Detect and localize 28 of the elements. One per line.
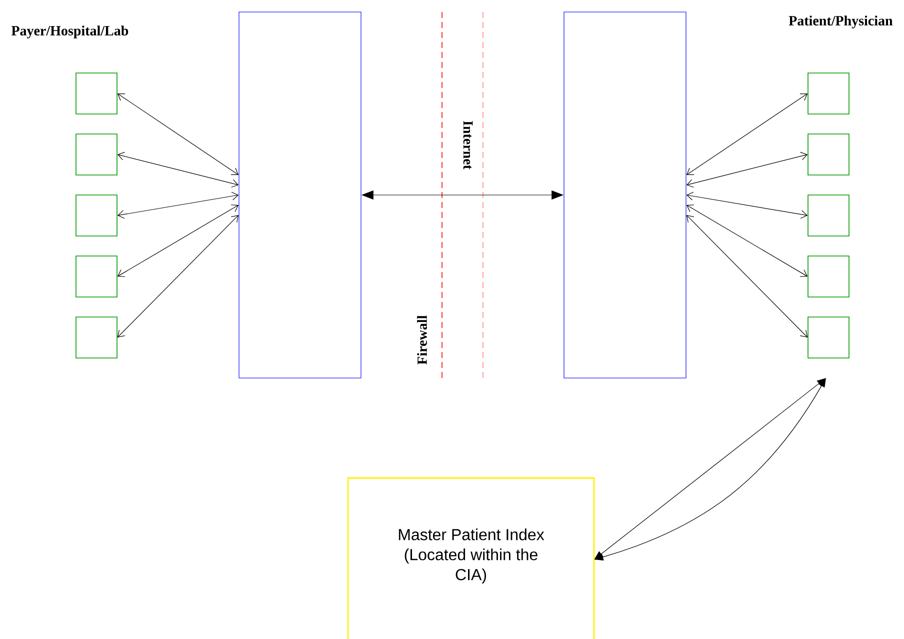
client-box (808, 256, 850, 298)
arrow (686, 215, 808, 338)
rotated-label: Firewall (417, 315, 427, 364)
client-box (808, 134, 850, 176)
server-box (564, 12, 686, 378)
client-box (76, 256, 118, 298)
heading: Payer/Hospital/Lab (11, 26, 128, 38)
arrow (117, 152, 239, 188)
rotated-label: Internet (463, 120, 473, 170)
client-box (76, 194, 118, 236)
arrow (686, 94, 808, 175)
heading: Patient/Physician (788, 16, 893, 28)
client-box (76, 72, 118, 114)
client-box (808, 72, 850, 114)
arrow (117, 204, 239, 277)
arrow (117, 192, 239, 219)
arrow (686, 192, 808, 219)
node-text: Master Patient Index (Located within the CIA) (398, 528, 544, 584)
arrow (117, 215, 239, 338)
index-box (347, 477, 595, 639)
server-box (238, 12, 362, 378)
client-box (808, 316, 850, 358)
client-box (76, 134, 118, 176)
arrow (686, 204, 808, 277)
arrow (686, 152, 808, 188)
client-box (808, 194, 850, 236)
client-box (76, 316, 118, 358)
arrow (117, 94, 239, 175)
